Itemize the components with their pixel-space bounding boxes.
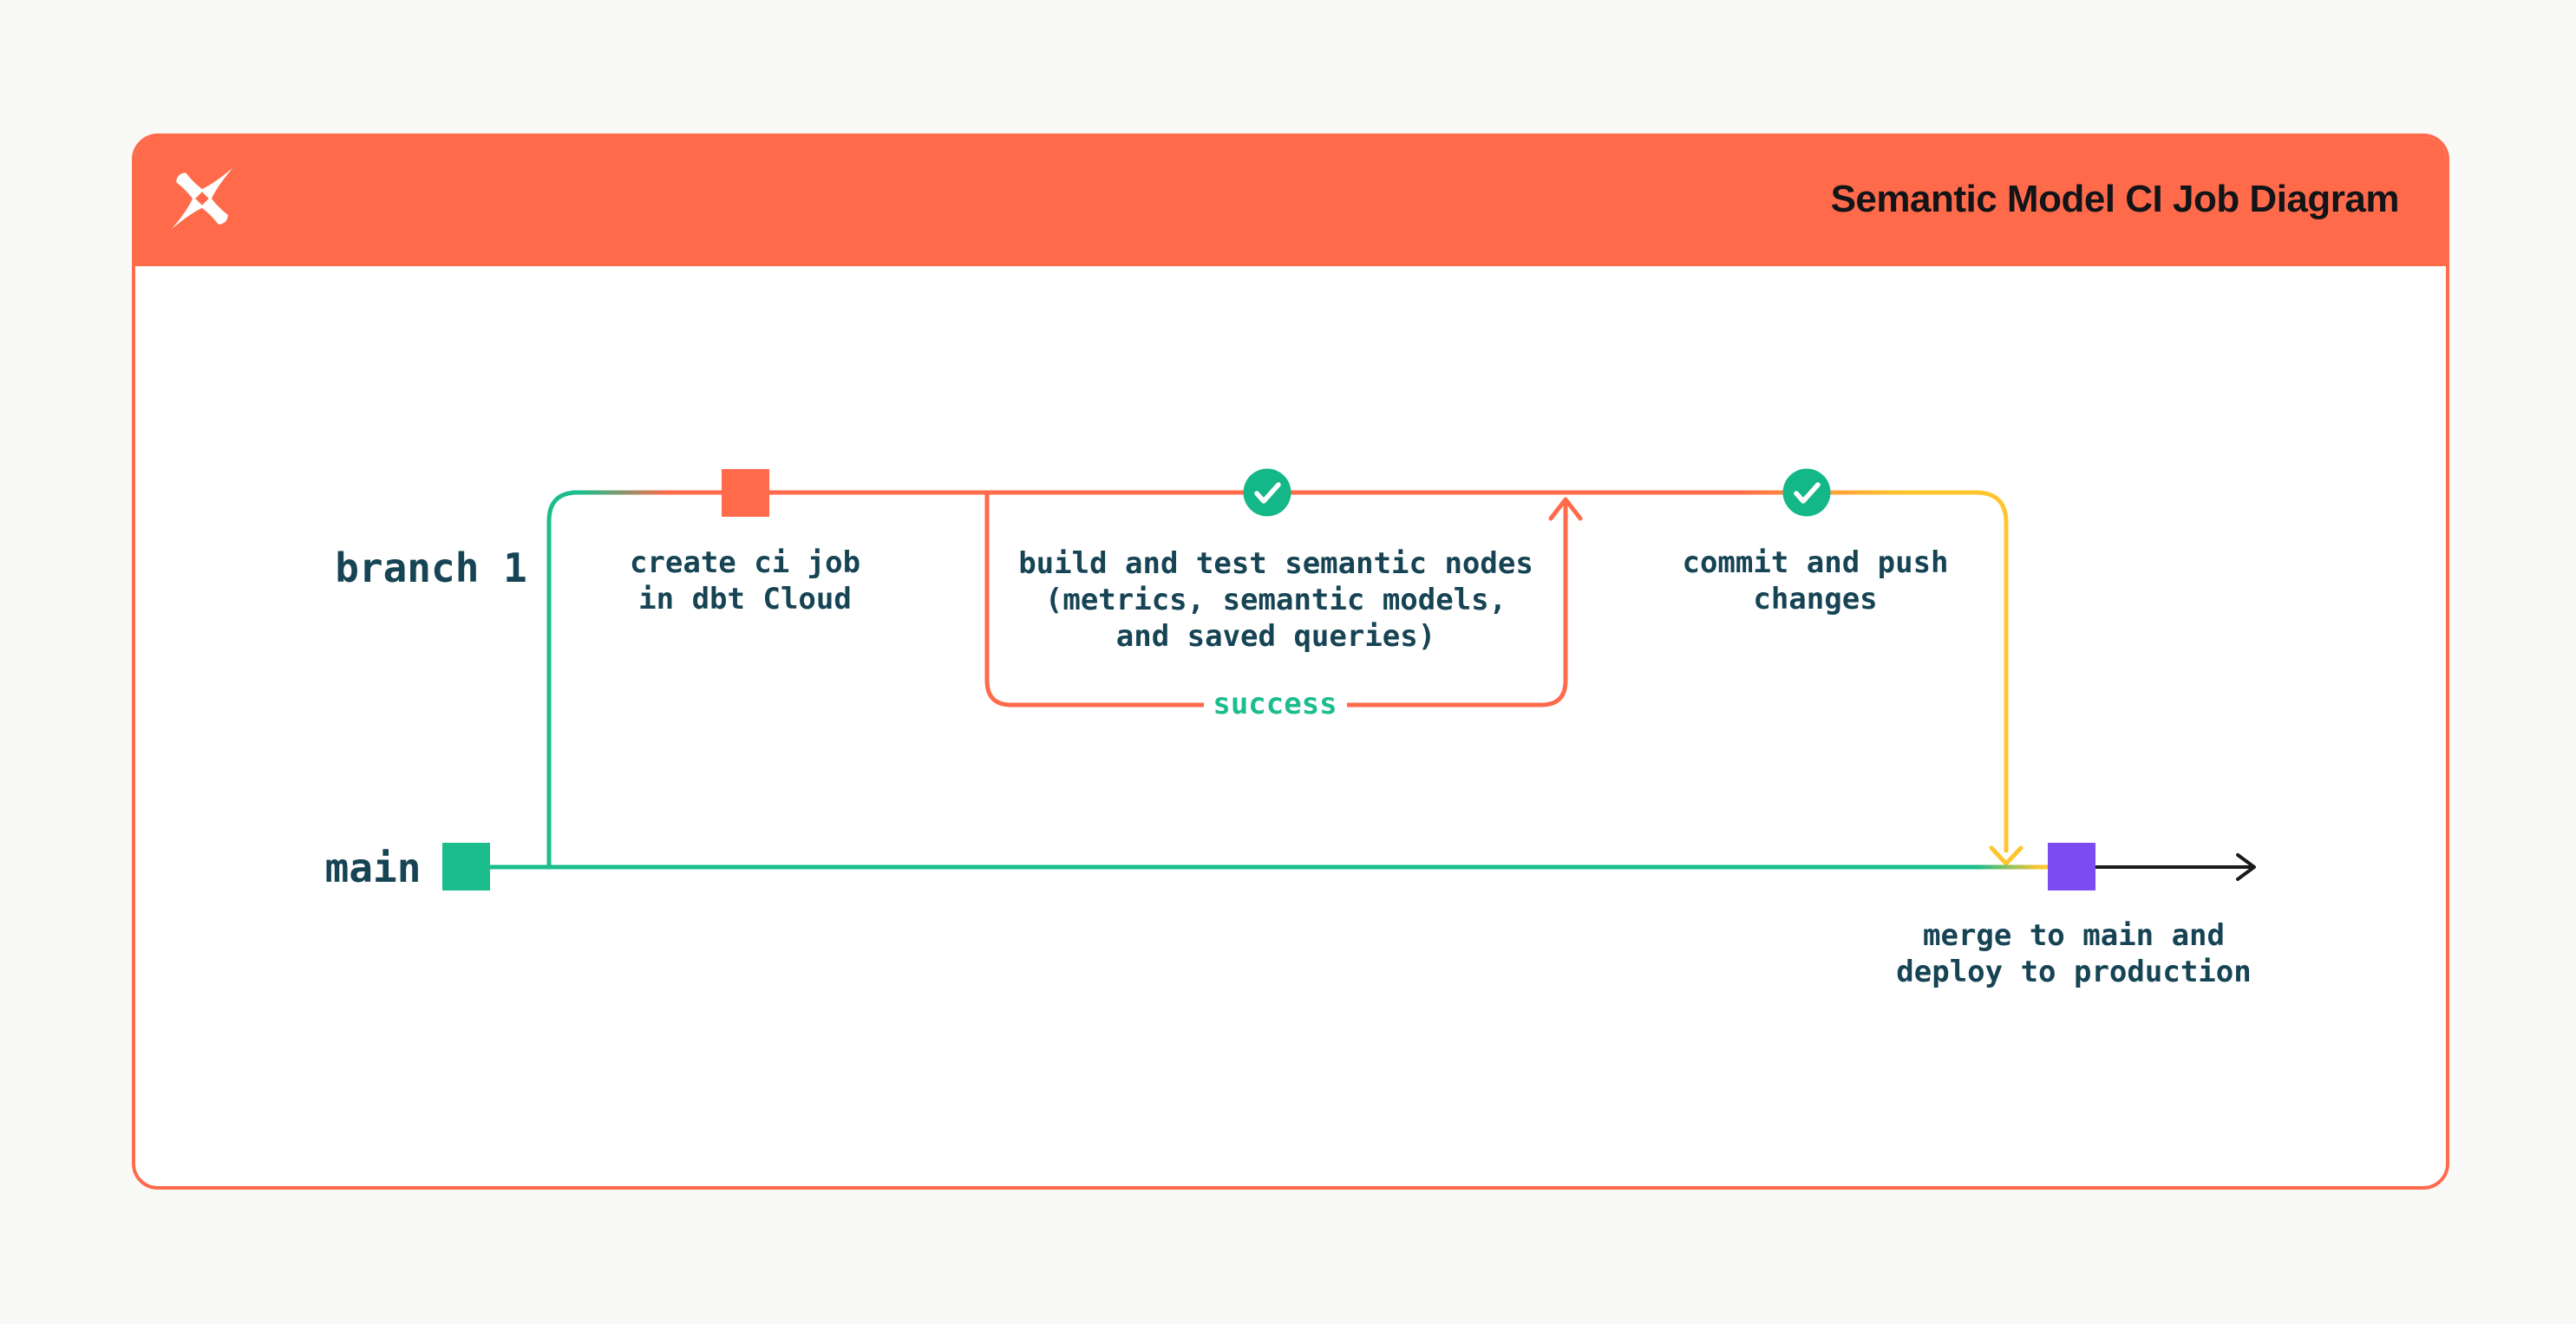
commit-push-label: commit and push changes — [1682, 545, 1949, 616]
continue-arrowhead-icon — [2236, 853, 2256, 881]
create-ci-job-label: create ci job in dbt Cloud — [629, 545, 861, 616]
main-branch-label: main — [324, 845, 422, 891]
build-test-check-node[interactable] — [1243, 468, 1291, 517]
diagram-card: Semantic Model CI Job Diagram — [132, 134, 2449, 1190]
success-arrowhead-icon — [1548, 497, 1583, 521]
commit-push-check-node[interactable] — [1782, 468, 1831, 517]
main-start-commit-node[interactable] — [442, 843, 490, 890]
merge-line — [1975, 490, 2009, 852]
checkmark-icon — [1254, 482, 1281, 504]
dbt-logo-icon — [171, 167, 233, 230]
branch-fork-line — [546, 490, 579, 867]
build-test-label: build and test semantic nodes (metrics, … — [1018, 546, 1533, 654]
merge-arrowhead-icon — [1989, 845, 2024, 866]
card-header: Semantic Model CI Job Diagram — [135, 137, 2446, 266]
branch-1-label: branch 1 — [335, 545, 527, 591]
success-label: success — [1213, 687, 1337, 721]
merge-deploy-label: merge to main and deploy to production — [1896, 918, 2252, 989]
success-loop-right — [1347, 501, 1568, 708]
create-ci-job-commit-node[interactable] — [722, 469, 769, 517]
merge-deploy-commit-node[interactable] — [2048, 843, 2095, 890]
success-loop-left — [984, 492, 1204, 708]
checkmark-icon — [1794, 482, 1821, 504]
page-title: Semantic Model CI Job Diagram — [1830, 178, 2400, 220]
